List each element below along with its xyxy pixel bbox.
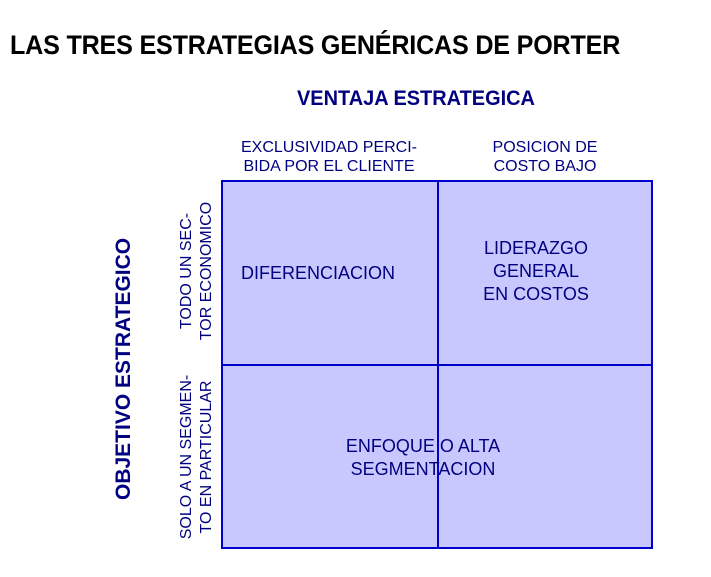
row-header-todo-sector: TODO UN SEC- TOR ECONOMICO bbox=[177, 180, 217, 362]
cell-text-line: DIFERENCIACION bbox=[241, 263, 396, 283]
grid-divider-horizontal bbox=[223, 364, 651, 366]
row-header-line: TODO UN SEC- bbox=[178, 212, 195, 330]
column-header-line: POSICION DE bbox=[492, 139, 598, 156]
cell-text-line: EN COSTOS bbox=[483, 284, 589, 304]
column-header-line: BIDA POR EL CLIENTE bbox=[243, 158, 415, 175]
cell-text-line: ENFOQUE O ALTA bbox=[345, 436, 501, 456]
cell-liderazgo-costos: LIDERAZGO GENERAL EN COSTOS bbox=[471, 237, 601, 306]
cell-text-line: GENERAL bbox=[492, 261, 580, 281]
cell-diferenciacion: DIFERENCIACION bbox=[241, 262, 395, 285]
page-title: LAS TRES ESTRATEGIAS GENÉRICAS DE PORTER bbox=[10, 30, 621, 60]
column-header-exclusividad: EXCLUSIVIDAD PERCI- BIDA POR EL CLIENTE bbox=[221, 138, 437, 176]
strategy-matrix: DIFERENCIACION LIDERAZGO GENERAL EN COST… bbox=[221, 180, 653, 549]
row-header-solo-segmento: SOLO A UN SEGMEN- TO EN PARTICULAR bbox=[177, 366, 217, 548]
row-header-line: TO EN PARTICULAR bbox=[198, 380, 215, 534]
column-header-line: EXCLUSIVIDAD PERCI- bbox=[240, 139, 418, 156]
row-header-line: TOR ECONOMICO bbox=[198, 201, 215, 341]
column-header-line: COSTO BAJO bbox=[493, 158, 597, 175]
cell-enfoque: ENFOQUE O ALTA SEGMENTACION bbox=[323, 435, 523, 481]
column-header-costo-bajo: POSICION DE COSTO BAJO bbox=[437, 138, 653, 176]
x-axis-label: VENTAJA ESTRATEGICA bbox=[297, 87, 535, 110]
y-axis-label: OBJETIVO ESTRATEGICO bbox=[112, 237, 135, 500]
cell-text-line: LIDERAZGO bbox=[483, 238, 589, 258]
cell-text-line: SEGMENTACION bbox=[350, 459, 496, 479]
row-header-line: SOLO A UN SEGMEN- bbox=[178, 374, 195, 540]
